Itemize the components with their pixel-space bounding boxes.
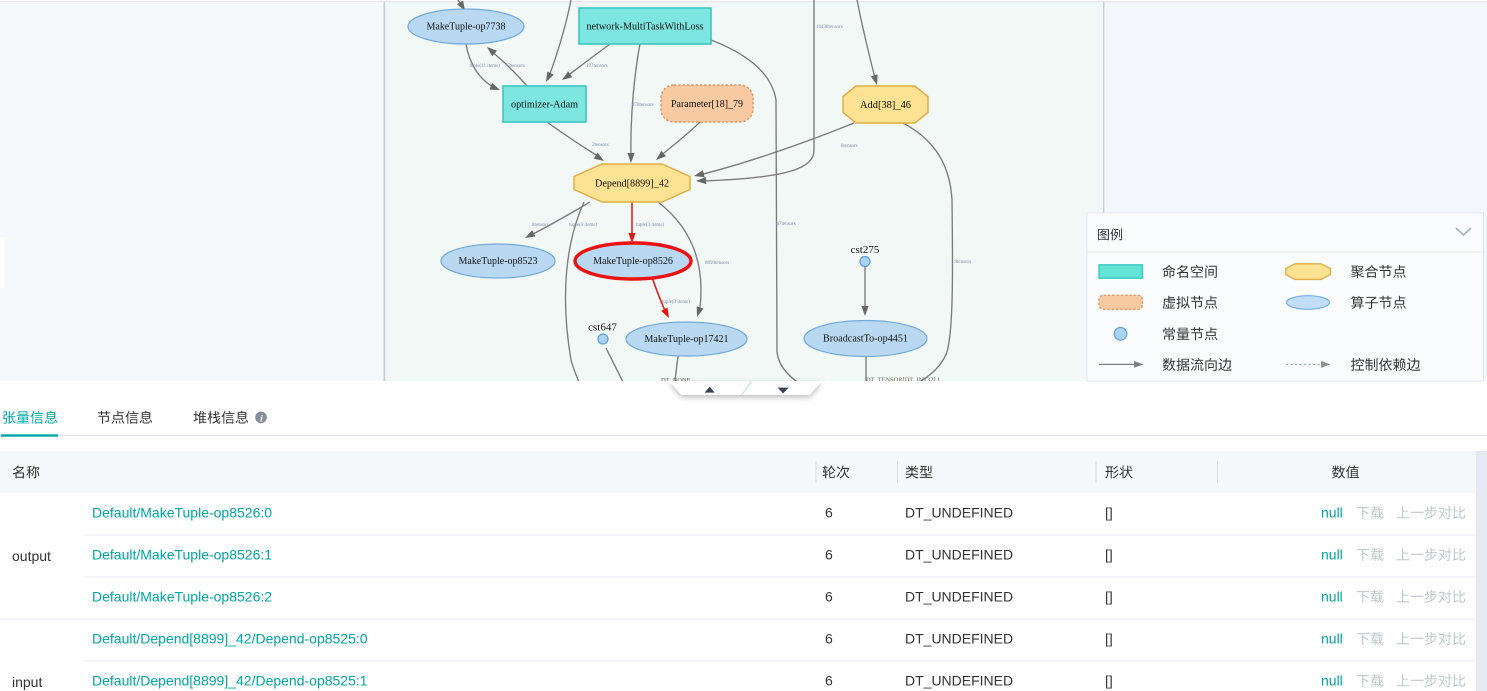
svg-text:DT_UNDEFINED: DT_UNDEFINED xyxy=(905,673,1013,689)
svg-text:MakeTuple-op17421: MakeTuple-op17421 xyxy=(645,334,729,345)
svg-text:Default/MakeTuple-op8526:0: Default/MakeTuple-op8526:0 xyxy=(92,505,272,521)
svg-text:6: 6 xyxy=(825,631,833,647)
svg-text:6: 6 xyxy=(825,547,833,563)
svg-text:[]: [] xyxy=(1105,631,1113,647)
svg-text:tuple(11 items): tuple(11 items) xyxy=(470,64,501,69)
svg-text:BroadcastTo-op4451: BroadcastTo-op4451 xyxy=(823,333,908,344)
svg-text:Add[38]_46: Add[38]_46 xyxy=(860,100,911,111)
svg-text:null: null xyxy=(1321,673,1343,689)
svg-text:16438tensors: 16438tensors xyxy=(816,25,843,30)
svg-text:8tensors: 8tensors xyxy=(841,144,858,149)
svg-text:output: output xyxy=(12,548,51,564)
svg-text:tuple(3 items): tuple(3 items) xyxy=(636,223,664,228)
svg-text:Depend[8899]_42: Depend[8899]_42 xyxy=(595,179,669,190)
svg-text:Parameter[18]_79: Parameter[18]_79 xyxy=(671,99,743,110)
svg-text:8899tensors: 8899tensors xyxy=(705,261,729,266)
svg-text:DT_UNDEFINED: DT_UNDEFINED xyxy=(905,547,1013,563)
svg-text:Default/Depend[8899]_42/Depend: Default/Depend[8899]_42/Depend-op8525:1 xyxy=(92,673,368,689)
svg-text:tuple(3 items): tuple(3 items) xyxy=(569,223,597,228)
svg-text:null: null xyxy=(1321,631,1343,647)
svg-text:null: null xyxy=(1321,505,1343,521)
svg-text:8tensors: 8tensors xyxy=(532,223,549,228)
svg-text:i: i xyxy=(260,414,263,424)
svg-text:197tensors: 197tensors xyxy=(586,64,608,69)
svg-text:DT_NONE: DT_NONE xyxy=(661,377,691,384)
svg-text:6: 6 xyxy=(825,673,833,689)
svg-text:878tensors: 878tensors xyxy=(632,103,654,108)
svg-text:cst275: cst275 xyxy=(851,244,880,256)
svg-text:[]: [] xyxy=(1105,547,1113,563)
svg-text:cst647: cst647 xyxy=(588,322,617,334)
svg-text:network-MultiTaskWithLoss: network-MultiTaskWithLoss xyxy=(587,22,704,33)
svg-text:6: 6 xyxy=(825,505,833,521)
svg-text:DT_UNDEFINED: DT_UNDEFINED xyxy=(905,589,1013,605)
svg-text:MakeTuple-op8526: MakeTuple-op8526 xyxy=(593,256,673,267)
svg-text:6: 6 xyxy=(825,589,833,605)
svg-text:MakeTuple-op7738: MakeTuple-op7738 xyxy=(427,21,506,32)
svg-text:MakeTuple-op8523: MakeTuple-op8523 xyxy=(459,256,538,267)
svg-text:[]: [] xyxy=(1105,505,1113,521)
svg-text:Default/MakeTuple-op8526:1: Default/MakeTuple-op8526:1 xyxy=(92,547,272,563)
svg-text:9tensors: 9tensors xyxy=(955,260,972,265)
svg-text:null: null xyxy=(1321,589,1343,605)
svg-text:Default/MakeTuple-op8526:2: Default/MakeTuple-op8526:2 xyxy=(92,589,272,605)
svg-text:input: input xyxy=(12,674,42,690)
svg-text:Default/Depend[8899]_42/Depend: Default/Depend[8899]_42/Depend-op8525:0 xyxy=(92,631,368,647)
svg-text:2tensors: 2tensors xyxy=(508,64,525,69)
svg-text:2tensors: 2tensors xyxy=(592,143,609,148)
svg-text:tuple(3 items): tuple(3 items) xyxy=(662,300,690,305)
svg-text:null: null xyxy=(1321,547,1343,563)
svg-text:DT_TENSOR[DT_INT32] 1: DT_TENSOR[DT_INT32] 1 xyxy=(866,377,940,384)
svg-text:[]: [] xyxy=(1105,589,1113,605)
svg-text:optimizer-Adam: optimizer-Adam xyxy=(511,100,578,111)
svg-text:DT_UNDEFINED: DT_UNDEFINED xyxy=(905,505,1013,521)
svg-text:[]: [] xyxy=(1105,673,1113,689)
svg-text:DT_UNDEFINED: DT_UNDEFINED xyxy=(905,631,1013,647)
svg-text:67tensors: 67tensors xyxy=(777,222,796,227)
